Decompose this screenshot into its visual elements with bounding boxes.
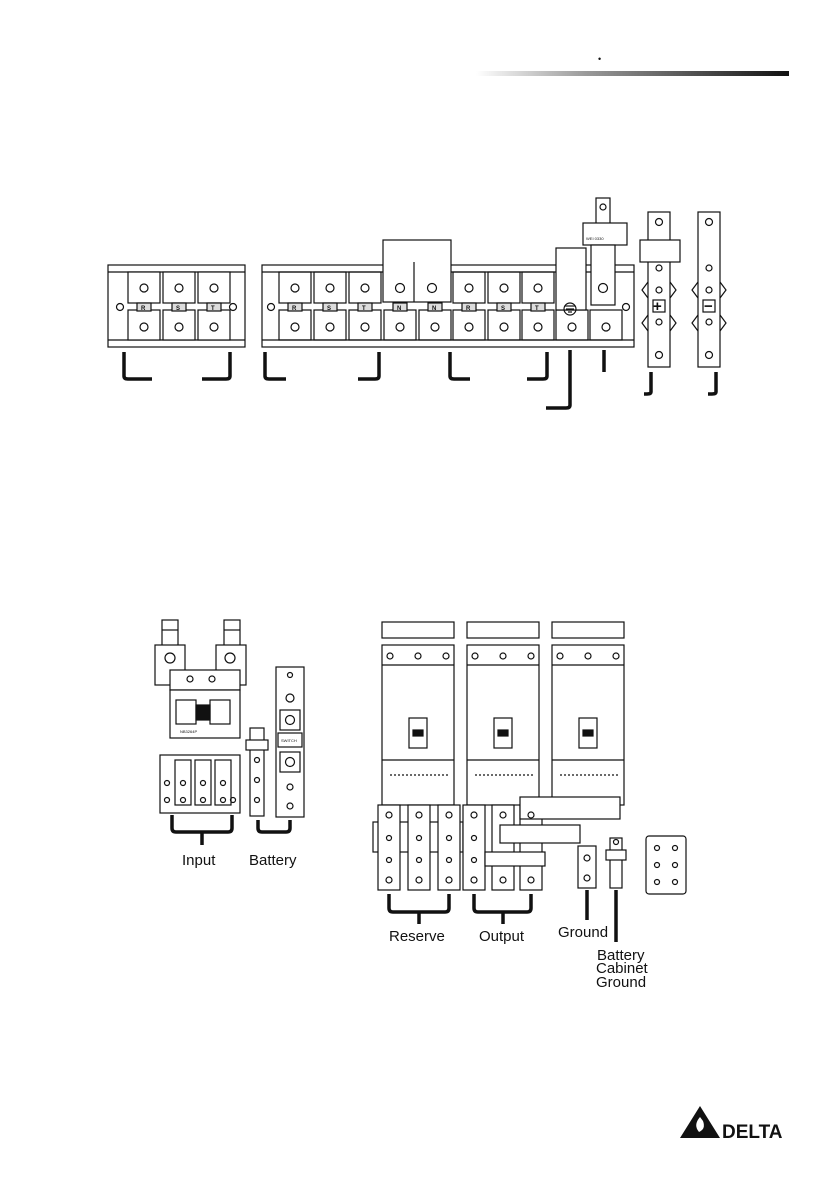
terminal-letter-s3: S	[501, 306, 505, 312]
terminal-letter-t: T	[211, 306, 215, 312]
bracket-input	[124, 352, 230, 379]
input-breaker: NB3264P	[155, 620, 246, 813]
spare-plate	[646, 836, 686, 894]
terminal-letter-n2: N	[432, 306, 436, 312]
svg-text:WEI 0330: WEI 0330	[586, 236, 604, 241]
bracket-output-bottom	[474, 894, 531, 924]
label-battery: Battery	[249, 852, 297, 869]
battery-bar-positive: +	[640, 212, 680, 367]
svg-text:NB3264P: NB3264P	[180, 729, 197, 734]
ground-bar	[578, 838, 626, 888]
svg-text:SWITCH: SWITCH	[281, 738, 297, 743]
ground-lead	[546, 350, 570, 408]
battery-switch: SWITCH	[246, 667, 304, 817]
terminal-block-input: R S T	[108, 265, 245, 347]
busbar-reserve	[373, 805, 463, 890]
plus-symbol: +	[653, 298, 662, 315]
terminal-letter-s2: S	[327, 306, 331, 312]
terminal-block-main: R S T N N R S T WEI 0330	[262, 198, 634, 347]
breaker-output	[467, 622, 539, 805]
terminal-letter-t3: T	[535, 306, 539, 312]
label-input: Input	[182, 852, 216, 869]
bracket-input-bottom	[172, 815, 232, 845]
bracket-battery-negative	[708, 372, 716, 394]
label-battery-cabinet-ground-3: Ground	[596, 974, 646, 991]
terminal-letter-r2: R	[292, 306, 297, 312]
bracket-reserve	[389, 894, 449, 924]
minus-symbol: −	[704, 298, 713, 315]
terminal-letter-t2: T	[362, 306, 366, 312]
battery-bar-negative: −	[692, 212, 726, 367]
label-reserve: Reserve	[389, 928, 445, 945]
breaker-reserve	[382, 622, 454, 805]
terminal-letter-r3: R	[466, 306, 471, 312]
bracket-bypass	[265, 352, 379, 379]
breaker-bypass	[552, 622, 624, 805]
terminal-letter-n1: N	[397, 306, 401, 312]
logo-text: DELTA	[722, 1122, 783, 1143]
label-ground: Ground	[558, 924, 608, 941]
delta-logo: DELTA	[680, 1106, 783, 1143]
label-output: Output	[479, 928, 525, 945]
bracket-battery-bottom	[258, 820, 290, 832]
bracket-output	[450, 352, 547, 379]
terminal-letter-s: S	[176, 306, 180, 312]
terminal-letter-r: R	[141, 306, 146, 312]
bracket-battery-positive	[644, 372, 651, 394]
